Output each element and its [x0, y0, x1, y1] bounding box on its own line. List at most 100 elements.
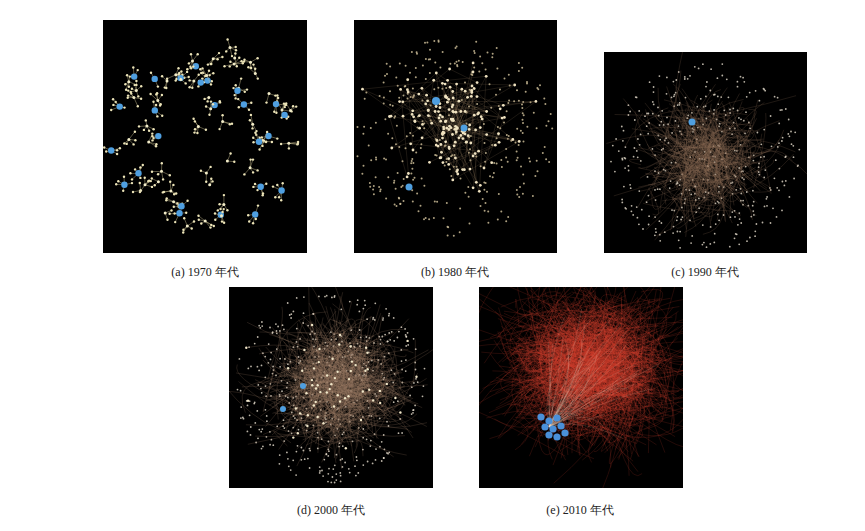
- network-node: [520, 130, 522, 132]
- network-node: [485, 152, 487, 154]
- network-node: [459, 134, 462, 137]
- network-node: [200, 170, 202, 172]
- network-link: [422, 97, 468, 138]
- network-node: [363, 165, 365, 167]
- network-link: [436, 73, 502, 118]
- network-node: [297, 141, 299, 143]
- network-node: [428, 161, 431, 164]
- network-node: [451, 179, 454, 182]
- network-node: [636, 97, 638, 99]
- network-link: [437, 141, 458, 175]
- network-node: [380, 188, 382, 190]
- network-node: [386, 73, 388, 75]
- network-node: [635, 96, 637, 98]
- network-node: [194, 120, 196, 122]
- network-node: [478, 190, 481, 193]
- network-node: [792, 145, 794, 147]
- network-node: [126, 74, 128, 76]
- network-node: [208, 183, 211, 186]
- network-node: [412, 179, 414, 181]
- network-node: [186, 224, 189, 227]
- network-node: [110, 109, 112, 111]
- network-node: [522, 132, 524, 134]
- network-link: [363, 89, 466, 134]
- network-node: [636, 150, 638, 152]
- network-node: [625, 208, 627, 210]
- network-link: [450, 87, 503, 105]
- network-node: [687, 78, 689, 80]
- network-node: [513, 100, 515, 102]
- network-node: [671, 209, 673, 211]
- network-node: [277, 97, 279, 99]
- network-node: [793, 178, 795, 180]
- network-node: [473, 114, 476, 117]
- network-node: [155, 133, 161, 139]
- network-node: [410, 172, 412, 174]
- network-node: [456, 61, 458, 63]
- network-node: [188, 76, 190, 78]
- network-link: [443, 105, 453, 138]
- network-node: [403, 200, 405, 202]
- network-node: [493, 172, 495, 174]
- network-node: [525, 91, 527, 93]
- network-node: [763, 129, 765, 131]
- network-node: [218, 128, 220, 130]
- network-node: [373, 185, 375, 187]
- network-node: [508, 99, 510, 101]
- network-node: [280, 199, 282, 201]
- network-link: [729, 103, 765, 135]
- network-link: [436, 73, 447, 98]
- network-node: [479, 126, 482, 129]
- network-link: [403, 86, 472, 116]
- network-node: [402, 185, 404, 187]
- network-node: [472, 71, 475, 74]
- network-node: [220, 214, 223, 217]
- network-node: [640, 134, 642, 136]
- network-node: [520, 166, 522, 168]
- network-node: [256, 169, 258, 171]
- network-link: [422, 88, 437, 140]
- network-node: [130, 91, 132, 93]
- network-link: [428, 110, 442, 135]
- network-node: [422, 65, 424, 67]
- network-link: [440, 92, 453, 158]
- network-node: [427, 109, 430, 112]
- network-node: [209, 226, 211, 228]
- network-node: [127, 138, 130, 141]
- network-node: [449, 63, 451, 65]
- network-node: [518, 70, 520, 72]
- network-node: [206, 100, 208, 102]
- network-node: [439, 106, 441, 108]
- network-node: [278, 196, 280, 198]
- network-node: [132, 191, 134, 193]
- network-node: [449, 168, 451, 170]
- network-node: [521, 67, 523, 69]
- network-node: [433, 88, 435, 90]
- network-node: [429, 58, 431, 60]
- network-node: [361, 173, 363, 175]
- network-node: [455, 170, 458, 173]
- network-node: [717, 96, 719, 98]
- network-node: [231, 55, 233, 57]
- network-node: [151, 132, 153, 134]
- network-node: [536, 87, 538, 89]
- network-node: [746, 240, 748, 242]
- network-node: [718, 219, 720, 221]
- network-node: [229, 152, 231, 154]
- network-node: [191, 87, 193, 89]
- network-node: [432, 97, 440, 105]
- network-node: [295, 105, 297, 107]
- network-node: [458, 136, 461, 139]
- network-node: [798, 149, 800, 151]
- network-node: [243, 173, 245, 175]
- network-node: [759, 100, 761, 102]
- network-link: [445, 84, 513, 139]
- network-node: [516, 189, 518, 191]
- network-node: [493, 162, 495, 164]
- network-node: [459, 208, 461, 210]
- network-node: [421, 178, 423, 180]
- network-node: [172, 200, 175, 203]
- network-node: [212, 103, 214, 105]
- network-node: [252, 158, 254, 160]
- network-node: [621, 199, 623, 201]
